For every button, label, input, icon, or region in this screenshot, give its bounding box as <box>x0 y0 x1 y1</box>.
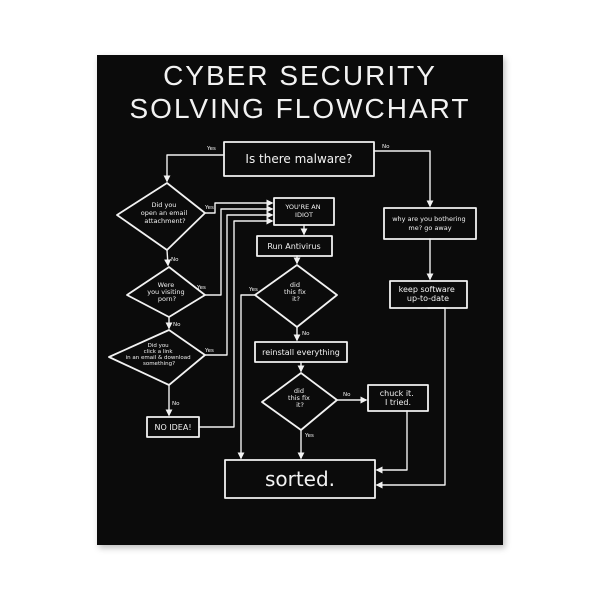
edge-download-yes <box>204 211 274 356</box>
antivirus-box <box>256 235 333 257</box>
bothering-label: why are you bothering me? go away <box>392 215 468 232</box>
edge-label-porn-yes: Yes <box>196 285 206 291</box>
title-line-1: CYBER SECURITY <box>163 60 437 91</box>
malware-label: Is there malware? <box>245 152 352 166</box>
download-label: Did you click a link in an email & downl… <box>126 343 193 367</box>
edge-email-yes <box>204 199 274 214</box>
sorted-label: sorted. <box>265 467 335 491</box>
edge-label-email-yes: Yes <box>204 205 214 211</box>
edge-label-download-no: No <box>172 401 180 407</box>
edge-chuck-sorted <box>375 410 408 474</box>
edge-label-malware-yes: Yes <box>206 146 216 152</box>
antivirus-label: Run Antivirus <box>267 242 320 251</box>
edge-label-email-no: No <box>171 257 179 263</box>
flowchart: CYBER SECURITY SOLVING FLOWCHART Is ther… <box>108 60 477 499</box>
chuck-label: chuck it. I tried. <box>380 389 417 407</box>
malware-box <box>223 141 375 177</box>
edge-email-no <box>164 249 172 267</box>
fix2-label: did this fix it? <box>288 387 312 409</box>
edge-keep-sorted <box>375 307 446 489</box>
sorted-box <box>224 459 376 499</box>
idiot-label: YOU'RE AN IDIOT <box>284 203 322 219</box>
edge-malware-no <box>373 150 434 208</box>
edge-label-fix2-yes: Yes <box>304 433 314 439</box>
poster: CYBER SECURITY SOLVING FLOWCHART Is ther… <box>97 55 503 545</box>
edge-label-malware-no: No <box>382 144 390 150</box>
edge-noidea-idiot <box>198 217 274 428</box>
keep-label: keep software up-to-date <box>399 285 458 303</box>
email-label: Did you open an email attachment? <box>141 201 189 225</box>
edge-porn-yes <box>204 205 274 296</box>
fix1-label: did this fix it? <box>284 281 308 303</box>
edge-label-fix1-yes: Yes <box>248 287 258 293</box>
chuck-box <box>367 384 429 412</box>
no-idea-label: NO IDEA! <box>154 423 191 432</box>
title-line-2: SOLVING FLOWCHART <box>129 93 470 124</box>
porn-label: Were you visiting porn? <box>147 281 187 303</box>
edge-label-fix1-no: No <box>302 331 310 337</box>
reinstall-label: reinstall everything <box>262 348 340 357</box>
edge-label-download-yes: Yes <box>204 348 214 354</box>
edge-label-porn-no: No <box>173 322 181 328</box>
edge-malware-yes <box>163 154 225 183</box>
edge-fix1-yes <box>237 294 256 460</box>
edge-label-fix2-no: No <box>343 392 351 398</box>
